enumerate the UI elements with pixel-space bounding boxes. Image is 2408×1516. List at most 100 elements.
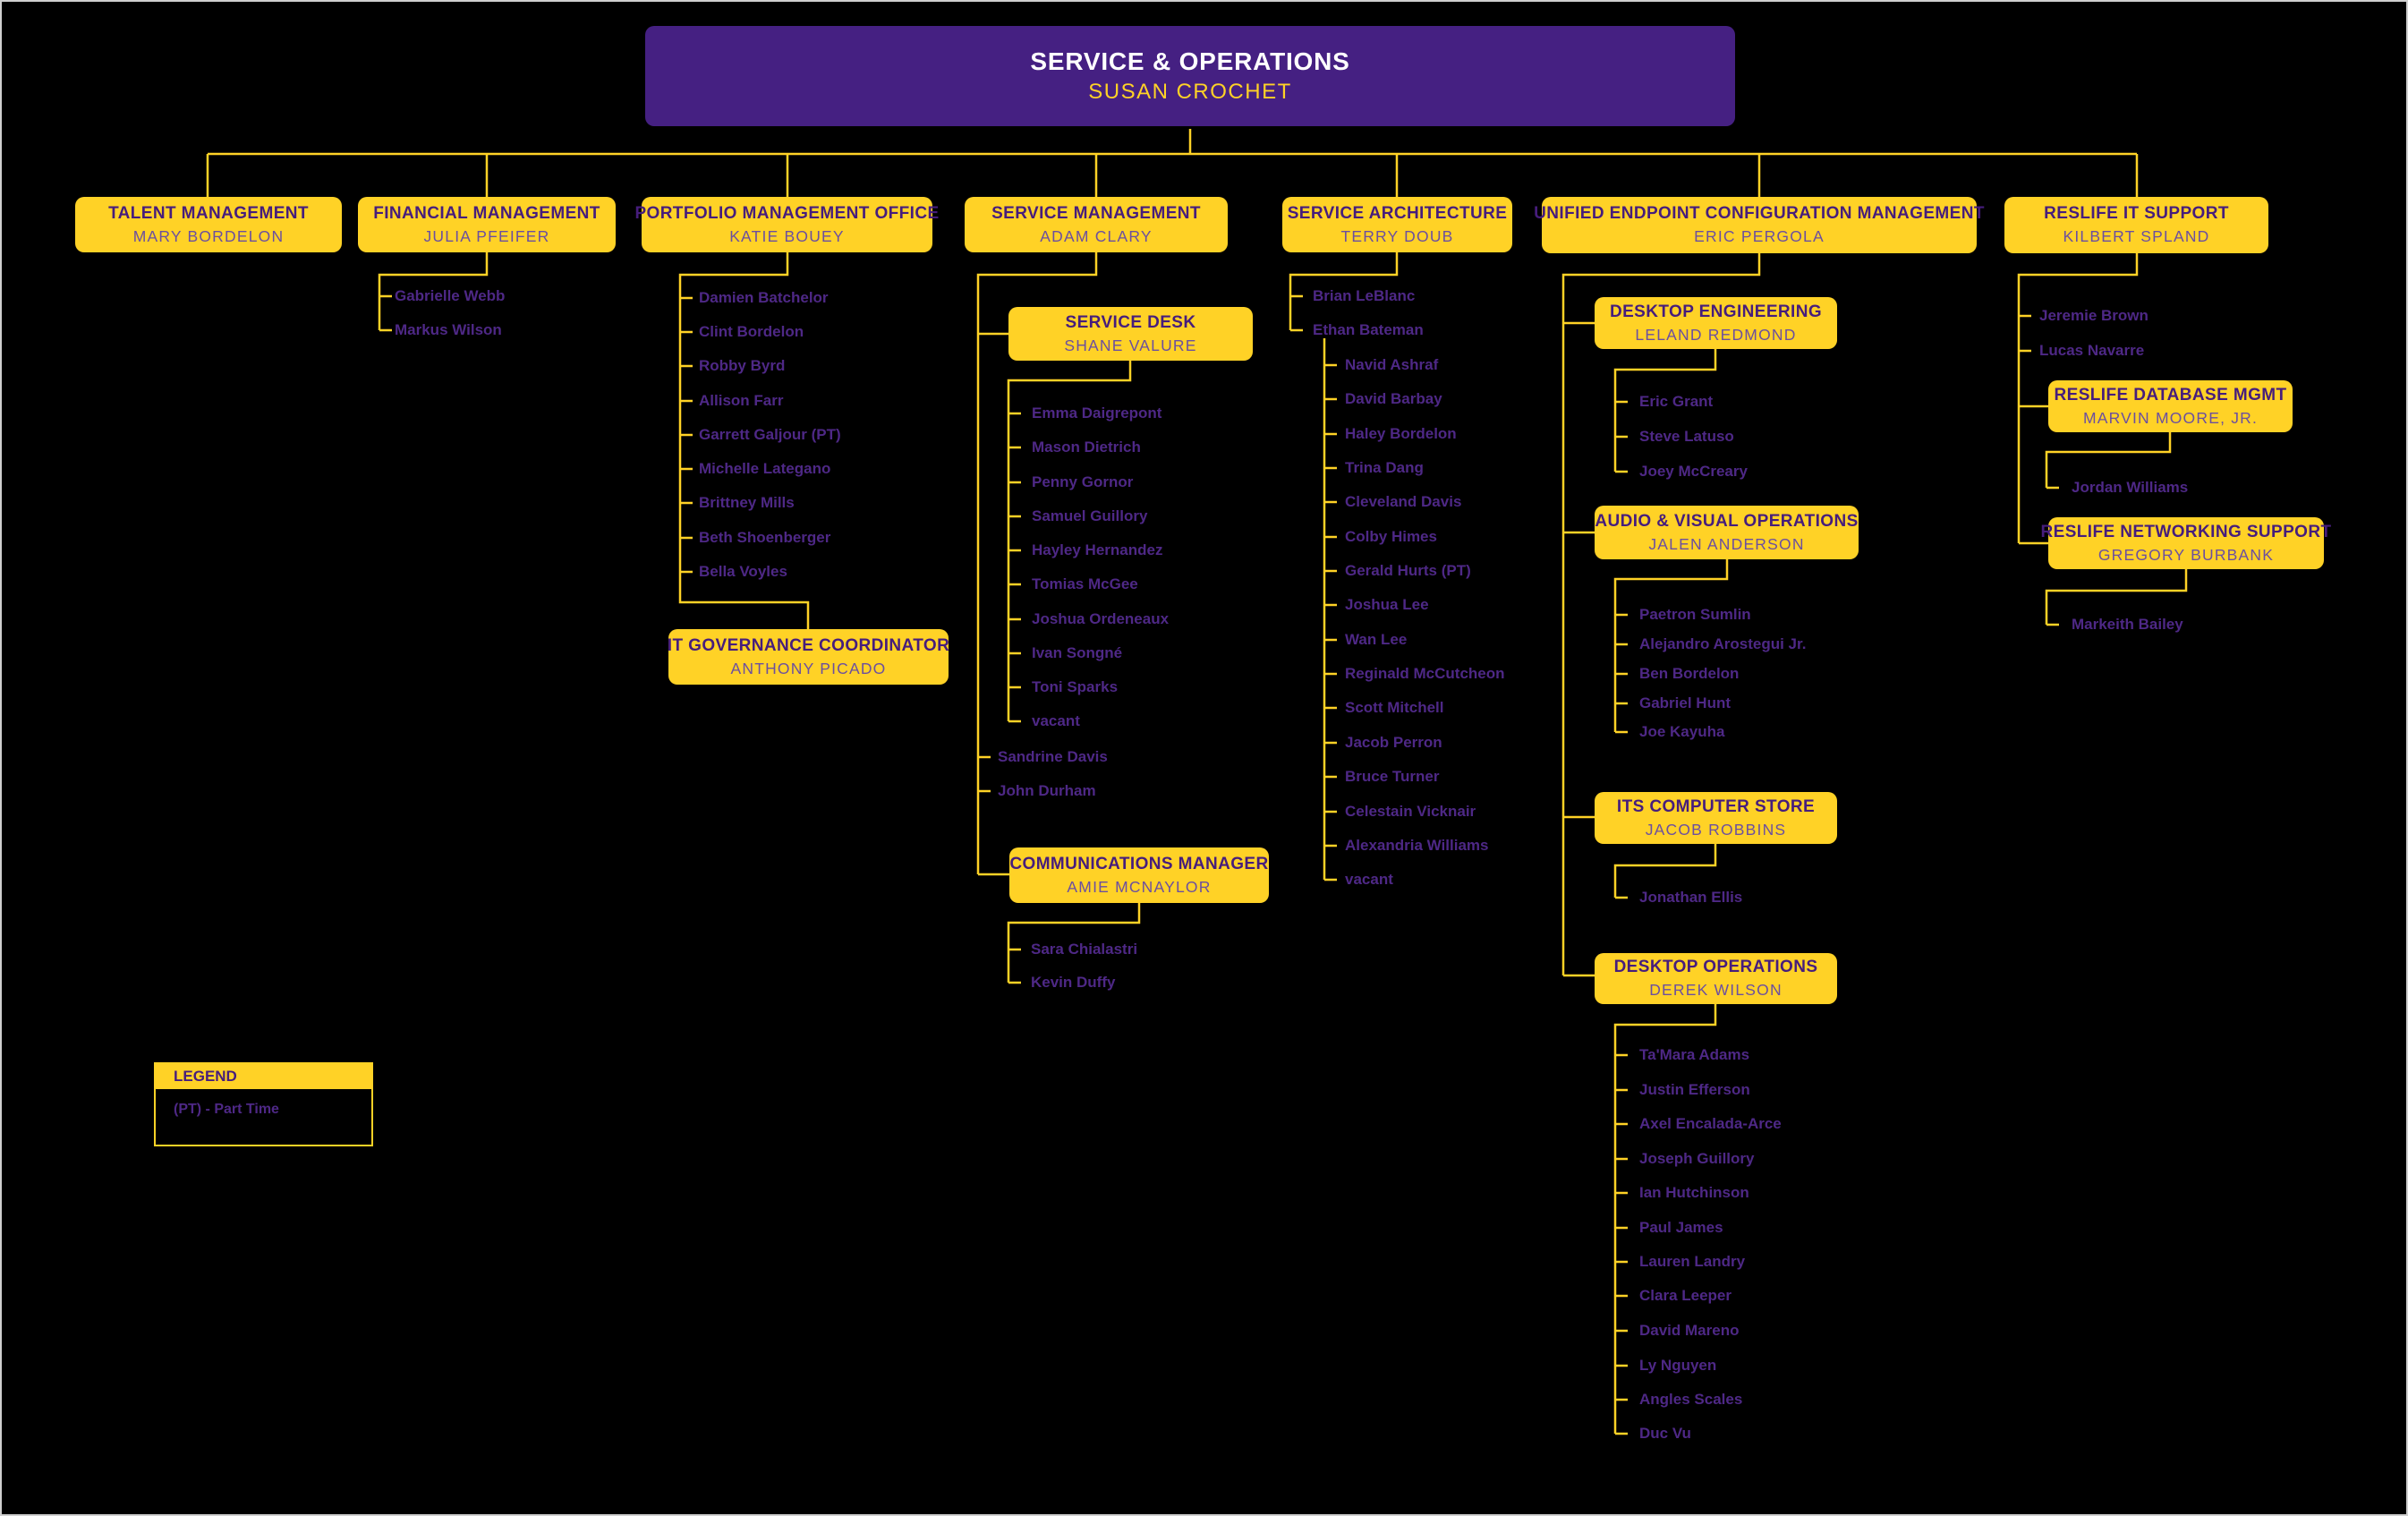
person-name: Justin Efferson (1639, 1081, 1750, 1098)
sub-lead-name: LELAND REDMOND (1635, 325, 1797, 344)
person-name: Beth Shoenberger (699, 529, 831, 546)
person-name: Navid Ashraf (1345, 356, 1439, 373)
person-name: Gabriel Hunt (1639, 694, 1732, 711)
person-name: Ta'Mara Adams (1639, 1046, 1750, 1063)
sub-title: SERVICE DESK (1065, 312, 1196, 332)
unit-lead-name: TERRY DOUB (1340, 226, 1454, 245)
person-name: Emma Daigrepont (1032, 405, 1162, 422)
unit-lead-name: KATIE BOUEY (729, 226, 845, 245)
unit-lead-name: ERIC PERGOLA (1694, 227, 1825, 245)
person-name: Lucas Navarre (2039, 342, 2145, 359)
person-name: vacant (1345, 871, 1393, 888)
person-name: vacant (1032, 712, 1080, 729)
person-name: Duc Vu (1639, 1425, 1691, 1442)
person-name: Hayley Hernandez (1032, 541, 1163, 558)
sub-box-desktop-engineering: DESKTOP ENGINEERING LELAND REDMOND (1595, 297, 1837, 349)
person-name: Scott Mitchell (1345, 699, 1444, 716)
sub-box-it-governance-coordinator: IT GOVERNANCE COORDINATOR ANTHONY PICADO (668, 629, 949, 685)
root-title: SERVICE & OPERATIONS (1030, 47, 1350, 75)
sub-lead-name: JACOB ROBBINS (1645, 820, 1787, 839)
sub-box-service-desk: SERVICE DESK SHANE VALURE (1008, 307, 1253, 361)
person-name: Ben Bordelon (1639, 665, 1740, 682)
person-name: Sara Chialastri (1031, 941, 1138, 958)
sub-lead-name: GREGORY BURBANK (2097, 545, 2275, 564)
legend-title: LEGEND (174, 1068, 237, 1085)
sub-title: ITS COMPUTER STORE (1616, 796, 1816, 816)
sub-box-reslife-networking-support: RESLIFE NETWORKING SUPPORT GREGORY BURBA… (2041, 517, 2331, 569)
person-name: Bella Voyles (699, 563, 787, 580)
unit-box-reslife-it-support: RESLIFE IT SUPPORT KILBERT SPLAND (2004, 197, 2268, 253)
sub-lead-name: DEREK WILSON (1649, 981, 1783, 999)
sub-title: COMMUNICATIONS MANAGER (1009, 854, 1269, 873)
person-name: Tomias McGee (1032, 575, 1138, 592)
person-name: Angles Scales (1639, 1391, 1743, 1408)
person-name: Jonathan Ellis (1639, 889, 1743, 906)
legend-header: LEGEND (154, 1062, 373, 1089)
unit-box-service-management: SERVICE MANAGEMENT ADAM CLARY (965, 197, 1228, 252)
person-name: Jacob Perron (1345, 734, 1442, 751)
sub-title: RESLIFE NETWORKING SUPPORT (2040, 522, 2332, 541)
unit-title: SERVICE ARCHITECTURE (1287, 203, 1508, 223)
unit-box-talent-management: TALENT MANAGEMENT MARY BORDELON (75, 197, 342, 252)
unit-title: SERVICE MANAGEMENT (991, 203, 1201, 223)
sub-title: RESLIFE DATABASE MGMT (2054, 385, 2287, 405)
person-name: Alejandro Arostegui Jr. (1639, 635, 1807, 652)
person-name: Gerald Hurts (PT) (1345, 562, 1471, 579)
sub-title: IT GOVERNANCE COORDINATOR (667, 635, 950, 655)
person-name: Axel Encalada-Arce (1639, 1115, 1782, 1132)
person-name: Markeith Bailey (2072, 616, 2183, 633)
person-name: Ly Nguyen (1639, 1357, 1717, 1374)
person-name: Robby Byrd (699, 357, 786, 374)
person-name: Damien Batchelor (699, 289, 829, 306)
person-name: Lauren Landry (1639, 1253, 1746, 1270)
unit-lead-name: MARY BORDELON (132, 226, 285, 245)
person-name: Steve Latuso (1639, 428, 1734, 445)
person-name: Cleveland Davis (1345, 493, 1462, 510)
unit-box-financial-management: FINANCIAL MANAGEMENT JULIA PFEIFER (358, 197, 616, 252)
sub-box-communications-manager: COMMUNICATIONS MANAGER AMIE MCNAYLOR (1009, 847, 1269, 903)
person-name: Jeremie Brown (2039, 307, 2148, 324)
legend-item-part-time: (PT) - Part Time (174, 1102, 279, 1117)
person-name: Ian Hutchinson (1639, 1184, 1749, 1201)
person-name: Joe Kayuha (1639, 723, 1725, 740)
person-name: Celestain Vicknair (1345, 803, 1476, 820)
person-name: Allison Farr (699, 392, 784, 409)
sub-lead-name: SHANE VALURE (1064, 336, 1197, 354)
person-name: Joey McCreary (1639, 463, 1748, 480)
person-name: Reginald McCutcheon (1345, 665, 1505, 682)
person-name: Colby Himes (1345, 528, 1437, 545)
sub-box-audio-visual-operations: AUDIO & VISUAL OPERATIONS JALEN ANDERSON (1595, 506, 1859, 559)
unit-box-service-architecture: SERVICE ARCHITECTURE TERRY DOUB (1282, 197, 1512, 252)
unit-lead-name: JULIA PFEIFER (423, 226, 550, 245)
sub-title: DESKTOP ENGINEERING (1609, 302, 1823, 321)
person-name: Garrett Galjour (PT) (699, 426, 841, 443)
unit-title: TALENT MANAGEMENT (108, 203, 309, 223)
person-name: Kevin Duffy (1031, 974, 1116, 991)
person-name: Paul James (1639, 1219, 1723, 1236)
person-name: Samuel Guillory (1032, 507, 1148, 524)
person-name: Paetron Sumlin (1639, 606, 1751, 623)
person-name: Joseph Guillory (1639, 1150, 1755, 1167)
person-name: David Barbay (1345, 390, 1442, 407)
sub-box-reslife-database-mgmt: RESLIFE DATABASE MGMT MARVIN MOORE, JR. (2048, 380, 2293, 432)
unit-box-portfolio-management-office: PORTFOLIO MANAGEMENT OFFICE KATIE BOUEY (634, 197, 939, 252)
person-name: Joshua Ordeneaux (1032, 610, 1170, 627)
sub-lead-name: MARVIN MOORE, JR. (2082, 408, 2259, 427)
person-name: Penny Gornor (1032, 473, 1134, 490)
person-name: Bruce Turner (1345, 768, 1440, 785)
person-name: Ethan Bateman (1313, 321, 1424, 338)
person-name: Joshua Lee (1345, 596, 1429, 613)
unit-title: PORTFOLIO MANAGEMENT OFFICE (634, 203, 940, 223)
unit-lead-name: KILBERT SPLAND (2063, 227, 2210, 245)
unit-title: UNIFIED ENDPOINT CONFIGURATION MANAGEMEN… (1534, 204, 1985, 223)
person-name: Alexandria Williams (1345, 837, 1489, 854)
sub-title: DESKTOP OPERATIONS (1613, 958, 1818, 976)
person-name: Sandrine Davis (998, 748, 1108, 765)
sub-lead-name: JALEN ANDERSON (1648, 534, 1805, 553)
person-name: Brian LeBlanc (1313, 287, 1416, 304)
person-name: Wan Lee (1345, 631, 1408, 648)
person-name: Mason Dietrich (1032, 439, 1141, 456)
root-lead-name: SUSAN CROCHET (1088, 80, 1292, 104)
person-name: Jordan Williams (2072, 479, 2189, 496)
sub-box-its-computer-store: ITS COMPUTER STORE JACOB ROBBINS (1595, 792, 1837, 844)
